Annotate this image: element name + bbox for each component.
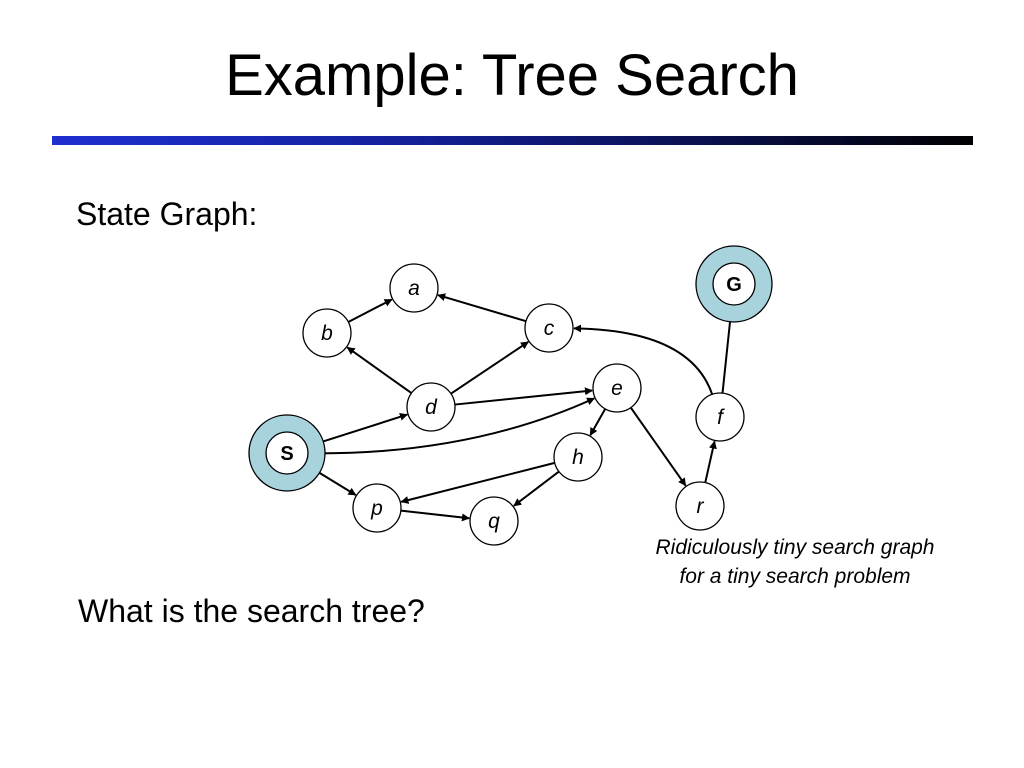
- node-label-G: G: [726, 274, 742, 296]
- caption-line-2: for a tiny search problem: [679, 565, 911, 588]
- node-label-c: c: [544, 317, 555, 340]
- edge-e-to-h: [589, 408, 607, 436]
- node-label-h: h: [572, 446, 584, 469]
- graph-caption: Ridiculously tiny search graph for a tin…: [600, 533, 990, 591]
- edge-d-to-e: [454, 387, 593, 406]
- node-label-q: q: [488, 510, 500, 533]
- title-rule: [52, 136, 973, 145]
- node-circle-q: [469, 496, 519, 546]
- caption-line-1: Ridiculously tiny search graph: [655, 536, 935, 559]
- state-graph-heading: State Graph:: [76, 196, 258, 232]
- node-a: a: [389, 263, 439, 313]
- node-d: d: [406, 382, 456, 432]
- node-e: e: [592, 363, 642, 413]
- node-h: h: [553, 432, 603, 482]
- node-circle-h: [553, 432, 603, 482]
- node-label-e: e: [611, 377, 623, 400]
- edge-h-to-p: [400, 461, 555, 504]
- edge-b-to-a: [347, 298, 393, 323]
- node-circle-e: [592, 363, 642, 413]
- node-G: G: [695, 245, 773, 323]
- node-circle-r: [675, 481, 725, 531]
- node-label-r: r: [697, 495, 705, 518]
- node-circle-a: [389, 263, 439, 313]
- edge-f-to-c: [573, 324, 714, 395]
- slide-title: Example: Tree Search: [225, 43, 799, 108]
- edge-e-to-r: [629, 407, 687, 487]
- node-label-p: p: [370, 497, 383, 520]
- node-circle-f: [695, 392, 745, 442]
- node-q: q: [469, 496, 519, 546]
- edge-S-to-e: [310, 397, 595, 455]
- node-label-d: d: [425, 396, 438, 419]
- question-text: What is the search tree?: [78, 593, 425, 629]
- node-r: r: [675, 481, 725, 531]
- node-circle-G: [712, 262, 756, 306]
- node-c: c: [524, 303, 574, 353]
- node-S: S: [248, 414, 326, 492]
- edge-p-to-q: [400, 509, 470, 522]
- edge-r-to-f: [704, 440, 717, 483]
- edge-f-to-G: [721, 308, 735, 394]
- node-circle-c: [524, 303, 574, 353]
- node-label-S: S: [280, 443, 293, 465]
- node-circle-b: [302, 308, 352, 358]
- edge-S-to-d: [309, 412, 408, 447]
- node-circle-p: [352, 483, 402, 533]
- edge-d-to-c: [450, 341, 529, 395]
- node-b: b: [302, 308, 352, 358]
- edge-h-to-q: [513, 470, 560, 507]
- node-circle-d: [406, 382, 456, 432]
- node-label-f: f: [717, 406, 725, 429]
- node-p: p: [352, 483, 402, 533]
- node-label-b: b: [321, 322, 333, 345]
- edge-c-to-a: [437, 293, 527, 323]
- node-circle-S: [265, 431, 309, 475]
- node-f: f: [695, 392, 745, 442]
- edge-d-to-b: [346, 346, 413, 394]
- node-label-a: a: [408, 277, 420, 300]
